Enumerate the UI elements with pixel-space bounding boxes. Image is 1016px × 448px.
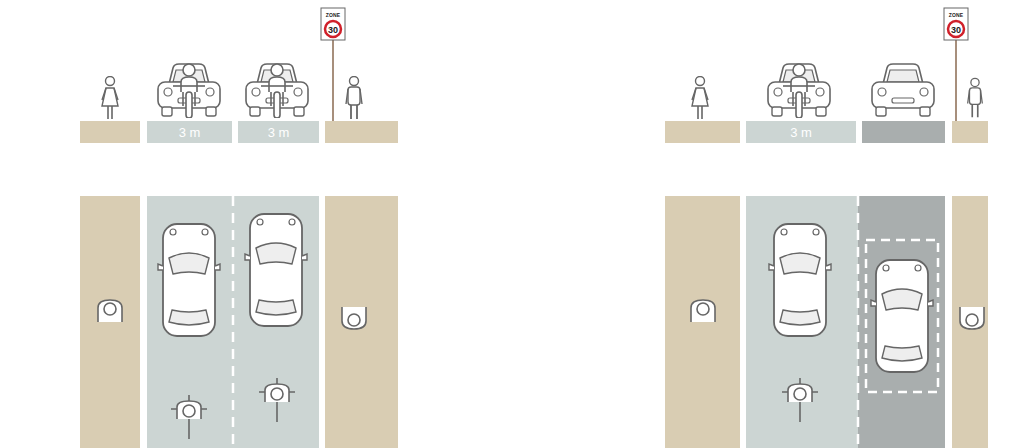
lane-width: 3 m xyxy=(268,126,290,139)
speed-limit: 30 xyxy=(951,25,961,34)
lane-width: 3 m xyxy=(179,126,201,139)
lane-width: 3 m xyxy=(790,126,812,139)
sign-text: ZONE xyxy=(326,13,341,18)
speed-limit: 30 xyxy=(328,25,338,34)
sign-text: ZONE xyxy=(949,13,964,18)
